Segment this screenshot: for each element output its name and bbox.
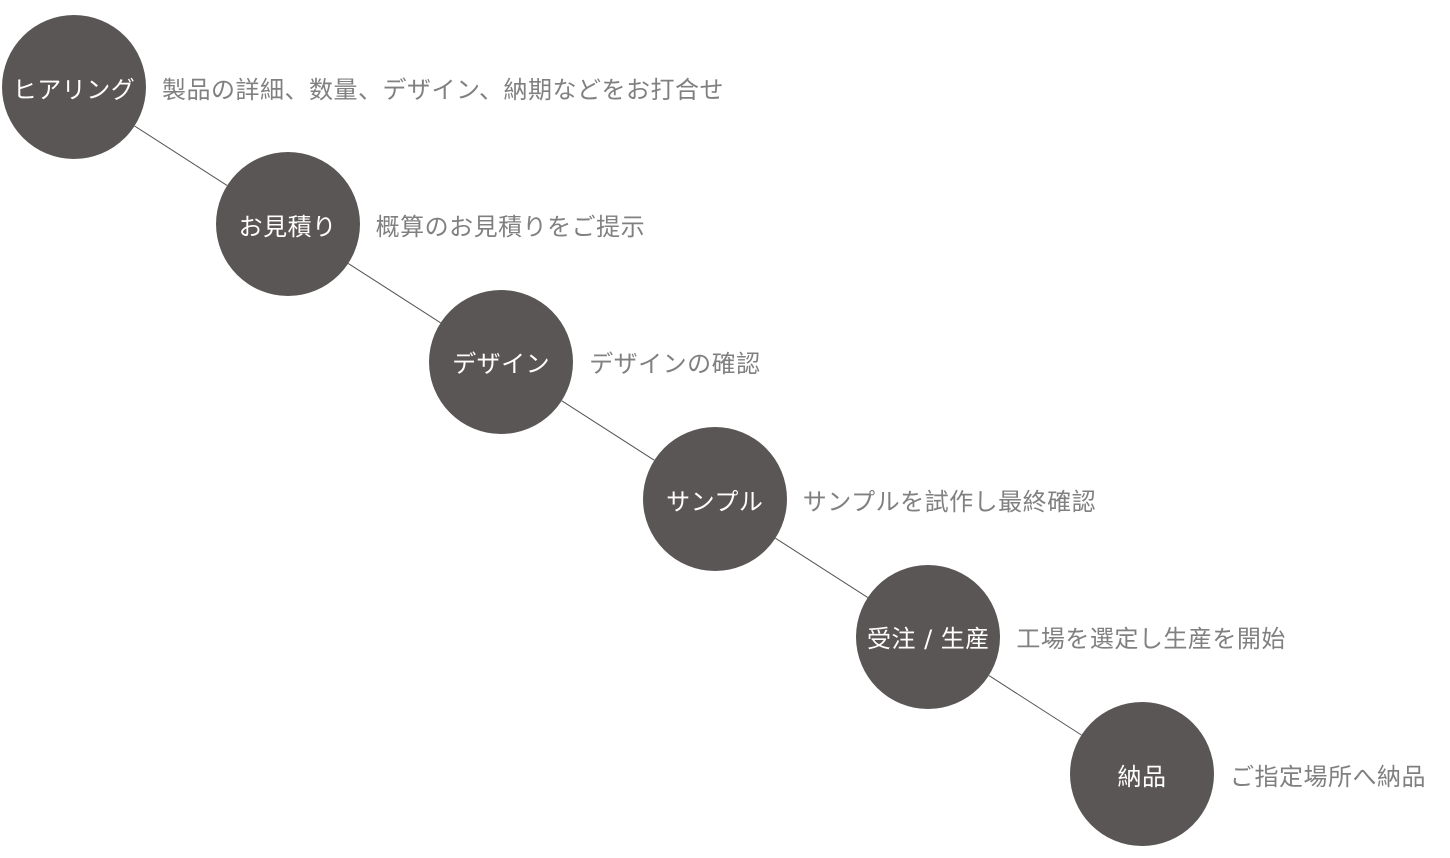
connector-line-3 (561, 400, 655, 461)
connector-line-4 (775, 537, 869, 599)
step-circle: 納品 (1070, 702, 1214, 846)
step-description: ご指定場所へ納品 (1230, 762, 1426, 791)
connector-line-2 (347, 262, 441, 324)
step-circle: ヒアリング (2, 15, 146, 159)
step-description: サンプルを試作し最終確認 (802, 487, 1097, 516)
step-description: 製品の詳細、数量、デザイン、納期などをお打合せ (162, 75, 725, 104)
connector-line-1 (134, 125, 228, 186)
connector-line-5 (988, 675, 1082, 736)
step-description: 工場を選定し生産を開始 (1016, 625, 1286, 654)
step-circle: 受注 / 生産 (856, 564, 1001, 709)
step-circle: サンプル (642, 427, 787, 572)
step-description: 概算のお見積りをご提示 (375, 212, 646, 241)
step-circle: お見積り (215, 152, 360, 297)
step-circle: デザイン (429, 289, 574, 434)
step-description: デザインの確認 (589, 350, 761, 379)
